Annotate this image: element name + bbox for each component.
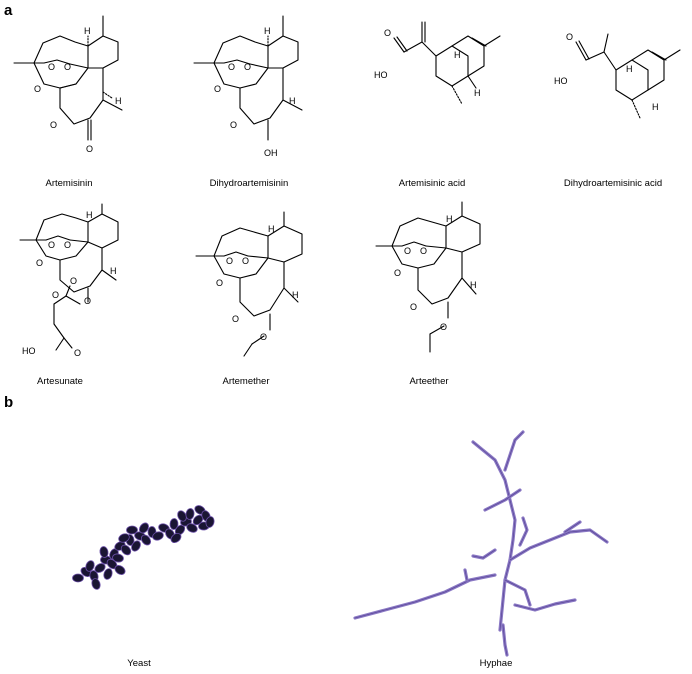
yeast-cell <box>169 518 179 530</box>
svg-text:O: O <box>34 84 41 94</box>
svg-text:O: O <box>84 296 91 306</box>
svg-text:HO: HO <box>22 346 36 356</box>
svg-text:O: O <box>74 348 81 358</box>
svg-text:O: O <box>228 62 235 72</box>
hypha-branch <box>353 573 497 620</box>
hypha-branch <box>471 440 517 632</box>
svg-text:O: O <box>36 258 43 268</box>
yeast-cell <box>170 532 182 544</box>
svg-text:H: H <box>115 96 122 106</box>
svg-text:H: H <box>474 88 481 98</box>
hypha-branch-edge <box>514 599 576 611</box>
svg-text:O: O <box>70 276 77 286</box>
svg-text:O: O <box>50 120 57 130</box>
yeast-cell <box>126 525 138 535</box>
svg-text:O: O <box>232 314 239 324</box>
hypha-branch-edge <box>484 489 521 511</box>
svg-text:O: O <box>86 144 93 154</box>
hyphae-micrograph <box>353 430 609 657</box>
svg-text:H: H <box>86 210 93 220</box>
svg-text:O: O <box>64 62 71 72</box>
svg-text:O: O <box>226 256 233 266</box>
hypha-branch-edge <box>509 529 608 561</box>
panel-label-b: b <box>4 394 14 411</box>
hypha-branch <box>503 430 525 472</box>
svg-text:O: O <box>260 332 267 342</box>
yeast-cell <box>85 560 95 572</box>
svg-text:H: H <box>289 96 296 106</box>
yeast-cell <box>120 544 132 556</box>
yeast-cell <box>118 533 130 543</box>
svg-text:HO: HO <box>554 76 568 86</box>
hypha-branch-edge <box>472 549 496 559</box>
svg-text:O: O <box>242 256 249 266</box>
caption-artemisinin: Artemisinin <box>45 178 93 189</box>
svg-text:O: O <box>216 278 223 288</box>
svg-text:O: O <box>410 302 417 312</box>
hypha-branch-edge <box>564 521 581 533</box>
yeast-cell <box>94 563 106 573</box>
caption-dihydroartemisinic-acid: Dihydroartemisinic acid <box>563 178 663 189</box>
svg-text:O: O <box>420 246 427 256</box>
svg-text:H: H <box>626 64 633 74</box>
svg-text:O: O <box>48 62 55 72</box>
svg-text:H: H <box>292 290 299 300</box>
yeast-micrograph <box>72 505 215 590</box>
svg-text:H: H <box>446 214 453 224</box>
yeast-cell <box>205 516 215 528</box>
svg-text:H: H <box>110 266 117 276</box>
yeast-cell <box>91 578 101 590</box>
svg-text:O: O <box>244 62 251 72</box>
yeast-cell <box>99 546 109 558</box>
row2-structures: H H O O O O O O O HO H H O O O O O <box>19 201 481 358</box>
yeast-cell <box>139 522 149 534</box>
hypha-branch-edge <box>519 517 528 546</box>
yeast-cell <box>131 540 141 552</box>
svg-text:H: H <box>264 26 271 36</box>
caption-dihydroartemisinin: Dihydroartemisinin <box>209 178 289 189</box>
svg-text:H: H <box>652 102 659 112</box>
hypha-branch-edge <box>354 574 496 619</box>
panel-label-a: a <box>4 2 13 19</box>
yeast-cell <box>112 553 124 563</box>
svg-text:O: O <box>404 246 411 256</box>
svg-text:O: O <box>64 240 71 250</box>
caption-artemether: Artemether <box>222 376 270 387</box>
svg-text:H: H <box>454 50 461 60</box>
atom-h: H <box>84 26 91 36</box>
yeast-cell <box>72 573 84 583</box>
svg-text:O: O <box>440 322 447 332</box>
yeast-cell <box>152 531 164 541</box>
caption-artesunate: Artesunate <box>37 376 83 387</box>
yeast-cell <box>177 510 187 522</box>
yeast-cell <box>186 523 198 533</box>
hypha-branch-edge <box>472 441 516 631</box>
caption-hyphae: Hyphae <box>479 658 513 669</box>
yeast-cell <box>185 508 195 520</box>
svg-text:O: O <box>566 32 573 42</box>
svg-text:O: O <box>384 28 391 38</box>
hypha-branch-edge <box>504 579 531 606</box>
yeast-cell <box>114 565 126 575</box>
svg-text:O: O <box>52 290 59 300</box>
svg-text:H: H <box>268 224 275 234</box>
svg-text:HO: HO <box>374 70 388 80</box>
svg-text:O: O <box>214 84 221 94</box>
hypha-branch-edge <box>504 431 524 471</box>
caption-arteether: Arteether <box>409 376 449 387</box>
hypha-branch-edge <box>502 624 508 656</box>
artemisinin-structure: H H O O O O O H H O O O O OH <box>13 15 681 158</box>
svg-text:H: H <box>470 280 477 290</box>
yeast-cell <box>140 534 152 546</box>
yeast-cell <box>103 568 113 580</box>
svg-text:O: O <box>230 120 237 130</box>
svg-text:O: O <box>48 240 55 250</box>
caption-yeast: Yeast <box>127 658 151 669</box>
svg-text:O: O <box>394 268 401 278</box>
svg-text:OH: OH <box>264 148 278 158</box>
hypha-branch-edge <box>464 569 468 581</box>
caption-artemisinic-acid: Artemisinic acid <box>398 178 466 189</box>
